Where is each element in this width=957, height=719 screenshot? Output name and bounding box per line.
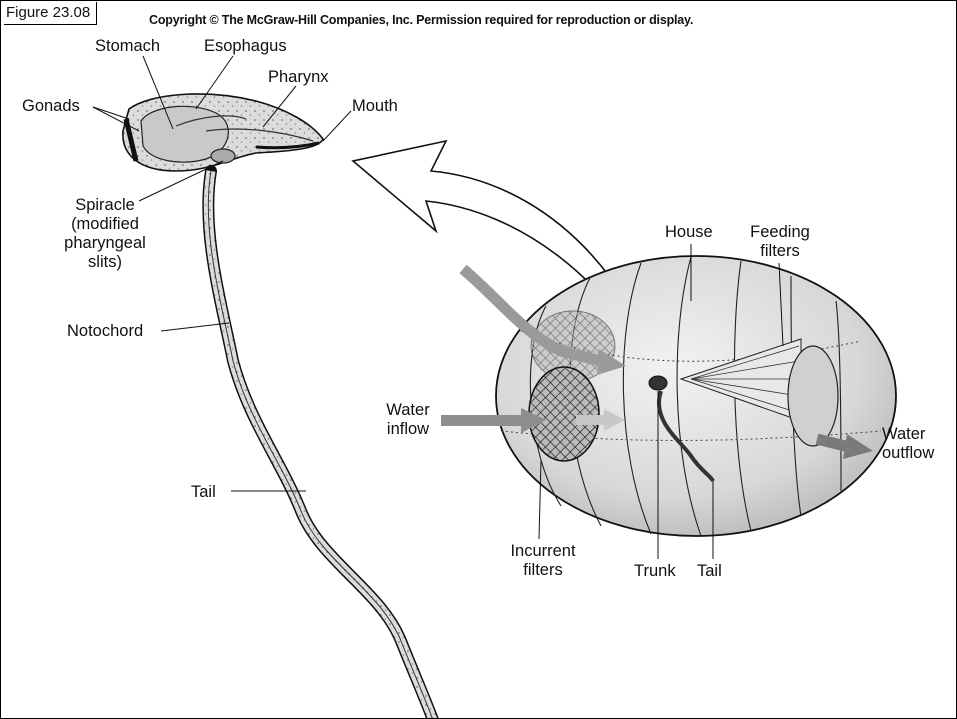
larva-body [123,94,323,171]
copyright-notice: Copyright © The McGraw-Hill Companies, I… [149,13,693,27]
label-tail-left: Tail [191,483,216,502]
label-esophagus: Esophagus [204,37,287,56]
label-water-outflow: Water outflow [882,425,934,463]
label-spiracle: Spiracle (modified pharyngeal slits) [53,196,157,272]
label-mouth: Mouth [352,97,398,116]
label-house: House [665,223,713,242]
house [496,256,896,536]
label-tail-right: Tail [697,562,722,581]
label-notochord: Notochord [67,322,143,341]
label-pharynx: Pharynx [268,68,329,87]
label-trunk: Trunk [634,562,676,581]
larva-tail [208,171,433,719]
label-gonads: Gonads [22,97,80,116]
label-water-inflow: Water inflow [379,401,437,439]
label-feeding-filters: Feeding filters [741,223,819,261]
label-stomach: Stomach [95,37,160,56]
figure-label: Figure 23.08 [4,2,97,25]
label-incurrent-filters: Incurrent filters [499,542,587,580]
